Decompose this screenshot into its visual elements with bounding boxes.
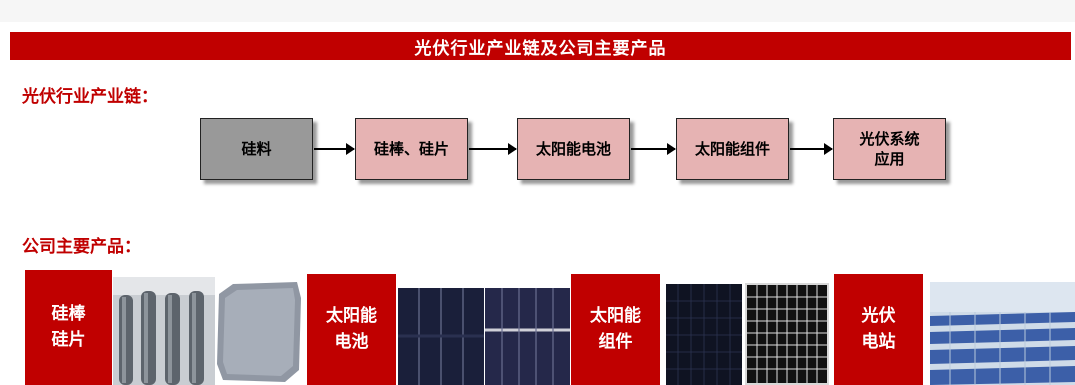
chain-box-label: 太阳能组件 [694, 139, 770, 158]
solar-module-image [745, 283, 829, 385]
chain-heading: 光伏行业产业链： [22, 87, 158, 107]
banner-title: 光伏行业产业链及公司主要产品 [414, 38, 667, 59]
page-banner: 光伏行业产业链及公司主要产品 [10, 32, 1071, 60]
chain-arrow [469, 143, 517, 155]
chain-box-label: 硅料 [241, 139, 272, 158]
product-label-text: 太阳能 组件 [590, 306, 641, 352]
chain-box-pv-system: 光伏系统 应用 [833, 118, 946, 180]
pv-station-image [930, 282, 1075, 385]
product-label-text: 光伏 电站 [861, 306, 896, 352]
chain-box-label: 光伏系统 应用 [859, 129, 920, 168]
product-label-solar-module: 太阳能 组件 [571, 274, 660, 385]
chain-box-solar-cell: 太阳能电池 [517, 118, 630, 180]
chain-arrow [631, 143, 676, 155]
product-label-solar-cell: 太阳能 电池 [307, 274, 396, 385]
chain-box-label: 硅棒、硅片 [373, 139, 449, 158]
product-label-pv-station: 光伏 电站 [834, 274, 923, 385]
silicon-ingot-image [113, 277, 215, 385]
solar-cell-image [485, 288, 570, 385]
top-strip [0, 0, 1075, 22]
solar-module-image [666, 284, 742, 385]
product-label-text: 太阳能 电池 [326, 306, 377, 352]
product-label-text: 硅棒 硅片 [51, 304, 86, 350]
silicon-wafer-image [215, 278, 303, 385]
chain-box-ingot-wafer: 硅棒、硅片 [355, 118, 468, 180]
chain-arrow [790, 143, 833, 155]
chain-arrow [314, 143, 355, 155]
product-label-ingot-wafer: 硅棒 硅片 [25, 270, 112, 385]
chain-box-solar-module: 太阳能组件 [676, 118, 789, 180]
products-heading: 公司主要产品： [22, 237, 141, 257]
chain-box-label: 太阳能电池 [535, 139, 611, 158]
solar-cell-image [398, 288, 484, 385]
chain-box-silicon-material: 硅料 [200, 118, 313, 180]
